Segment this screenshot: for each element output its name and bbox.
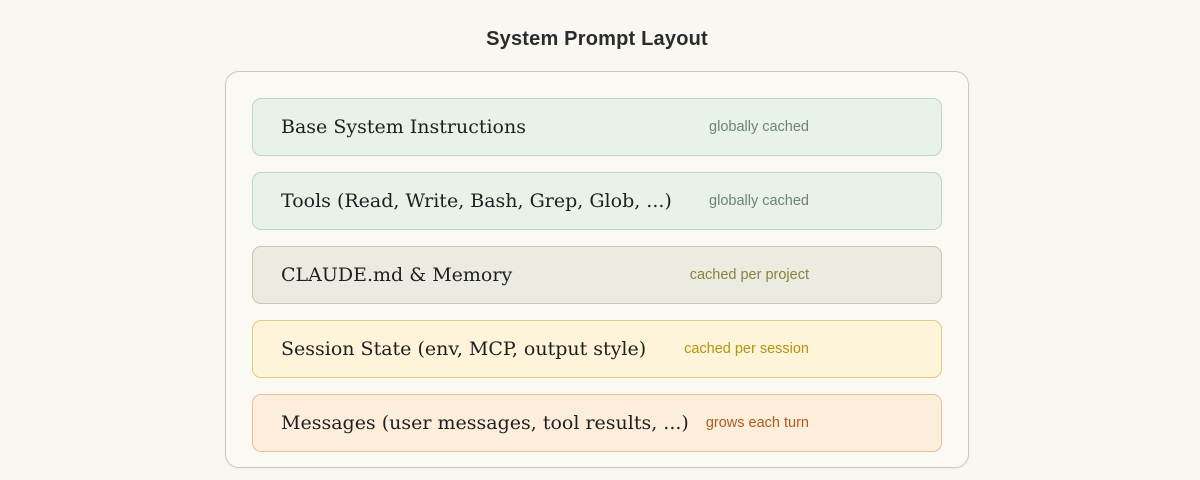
layer-label: CLAUDE.md & Memory xyxy=(281,264,513,286)
cache-status-tag: cached per project xyxy=(689,267,809,283)
layer-label: Tools (Read, Write, Bash, Grep, Glob, ..… xyxy=(281,190,672,212)
layer-label: Session State (env, MCP, output style) xyxy=(281,338,647,360)
cache-status-tag: grows each turn xyxy=(705,415,809,431)
cache-status-tag: globally cached xyxy=(709,119,809,135)
cache-status-tag: cached per session xyxy=(684,341,809,357)
layer-row-claude-md-memory: CLAUDE.md & Memory cached per project xyxy=(252,246,942,304)
layer-row-tools: Tools (Read, Write, Bash, Grep, Glob, ..… xyxy=(252,172,942,230)
layer-row-base-system-instructions: Base System Instructions globally cached xyxy=(252,98,942,156)
layer-row-messages: Messages (user messages, tool results, .… xyxy=(252,394,942,452)
layer-label: Base System Instructions xyxy=(281,116,526,138)
cache-status-tag: globally cached xyxy=(709,193,809,209)
page-title: System Prompt Layout xyxy=(486,28,708,50)
layer-label: Messages (user messages, tool results, .… xyxy=(281,412,689,434)
layer-row-session-state: Session State (env, MCP, output style) c… xyxy=(252,320,942,378)
prompt-layout-container: Base System Instructions globally cached… xyxy=(225,71,969,468)
